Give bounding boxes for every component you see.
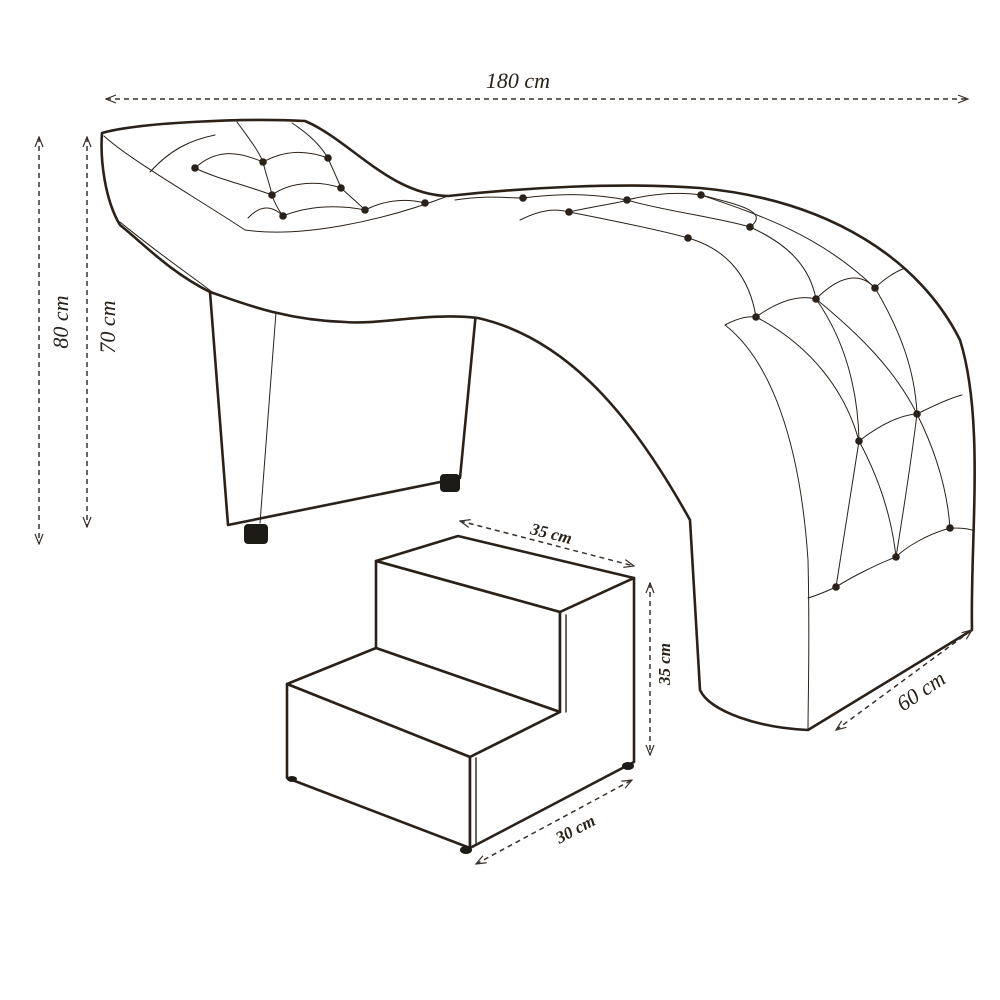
headrest-tufting-seam: [282, 206, 366, 217]
leg-tufting-seam: [815, 298, 860, 442]
step-length-line: [460, 521, 634, 566]
leg-tufting-seam: [454, 196, 524, 201]
stool-foot: [622, 762, 634, 770]
stool-foot: [460, 846, 472, 854]
headrest-tufting-seam: [271, 182, 342, 196]
stool-foot: [287, 776, 297, 782]
step-depth-label: 30 cm: [552, 811, 599, 848]
leg-tufting-seam: [749, 226, 817, 300]
step-length-label: 35 cm: [528, 519, 574, 548]
chair-front-edge: [119, 221, 213, 293]
chair-body: [100, 118, 976, 732]
step-height-label: 35 cm: [655, 643, 674, 686]
leg-tufting-seam: [626, 192, 702, 201]
leg-tufting-seam: [815, 277, 876, 300]
leg-tufting-seam: [568, 211, 689, 239]
leg-tufting-seam: [522, 194, 628, 201]
tufting-buttons: [191, 154, 954, 591]
headrest-tufting-seam: [194, 167, 273, 196]
leg-tufting-seam: [858, 440, 897, 558]
chair-foot: [440, 474, 460, 492]
leg-tufting-seam: [895, 413, 918, 558]
width-line: [836, 630, 972, 730]
leg-tufting-seam: [815, 298, 918, 415]
leg-tufting-seam: [835, 440, 860, 588]
leg-tufting-seam: [835, 556, 897, 588]
leg-tufting-seam: [700, 194, 876, 289]
leg-tufting-seam: [874, 287, 918, 415]
leg-tufting-seam: [755, 316, 860, 442]
leg-tufting-seam: [916, 394, 963, 415]
lounger-chair: [100, 118, 976, 732]
headrest-tufting-seam: [262, 151, 329, 163]
chair-seat-edge: [103, 135, 449, 233]
leg-tufting-seam: [916, 413, 951, 529]
headrest-tufting-seam: [364, 199, 426, 211]
chair-support-edge: [259, 311, 277, 524]
leg-tufting-seam: [687, 237, 757, 318]
headrest-tufting-seam: [149, 134, 216, 173]
leg-tufting-seam: [626, 199, 751, 228]
chair-left-support: [208, 290, 478, 527]
total-height-label: 80 cm: [48, 295, 73, 348]
dimension-lines: [39, 99, 972, 864]
headrest-tufting-seam: [194, 153, 264, 169]
leg-tufting-seam: [858, 413, 918, 442]
total-length-label: 180 cm: [486, 68, 550, 93]
leg-tufting-seam: [700, 194, 757, 228]
leg-tufting-seam: [755, 297, 817, 318]
chair-foot: [244, 524, 268, 544]
seat-height-label: 70 cm: [95, 300, 120, 353]
step-depth-line: [476, 780, 632, 864]
chair-leg-side-edge: [724, 324, 810, 731]
